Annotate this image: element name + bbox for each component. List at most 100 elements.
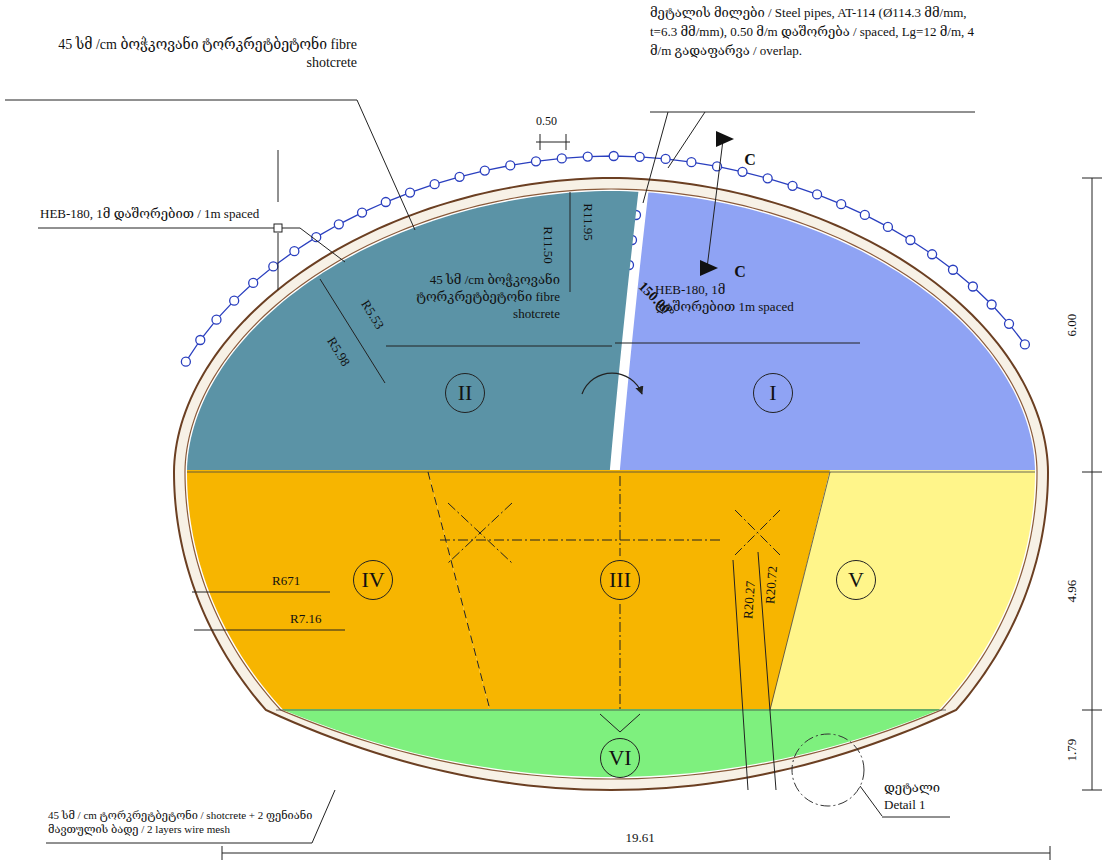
radius-value: R20.27	[740, 580, 759, 619]
stage-fill	[760, 468, 1035, 713]
radius-value: R11.95	[580, 203, 597, 240]
stage-number: III	[600, 560, 640, 600]
detail-reference: დეტალი Detail 1	[884, 780, 956, 814]
steel-pipe	[212, 315, 221, 324]
leader-line	[300, 228, 345, 262]
stage-boundary	[428, 472, 490, 710]
section-mark: C	[744, 150, 756, 171]
steel-pipe	[788, 181, 797, 190]
steel-pipe	[883, 222, 892, 231]
dimension-tick	[1082, 790, 1102, 791]
center-line	[620, 604, 621, 712]
stage-boundary	[187, 472, 1035, 473]
leader-line	[882, 817, 950, 818]
steel-pipe	[381, 198, 390, 207]
stage-number: V	[836, 560, 876, 600]
steel-pipe	[196, 336, 205, 345]
steel-pipe	[813, 190, 822, 199]
leader-line	[643, 112, 668, 203]
steel-pipe	[687, 158, 696, 167]
stage-number: IV	[353, 560, 393, 600]
dimension-line	[1092, 178, 1093, 790]
steel-pipe	[430, 180, 439, 189]
section-arrow	[700, 260, 718, 276]
stage-number: VI	[600, 738, 640, 778]
steel-pipe	[661, 154, 670, 163]
dimension-line	[536, 142, 570, 143]
leader-line	[46, 843, 312, 844]
material-note: 45 სმ / cm ტორკრეტბეტონი / shotcrete + 2…	[48, 808, 313, 837]
steel-pipe	[906, 235, 915, 244]
angle-arc	[582, 373, 642, 394]
steel-pipe	[269, 262, 278, 271]
section-arrow	[716, 131, 734, 147]
radius-value: R20.72	[762, 565, 781, 604]
stage-fill	[187, 191, 650, 475]
center-line	[620, 476, 621, 556]
excavation-stage: I	[608, 170, 1058, 475]
steel-pipe	[1005, 319, 1014, 328]
excavation-line	[174, 178, 1048, 790]
dimension-value: 6.00	[1064, 314, 1081, 337]
dimension-tick	[222, 846, 223, 860]
stage-fill	[420, 468, 835, 713]
crosshair-square	[274, 224, 282, 232]
steel-pipe	[230, 296, 239, 305]
dimension-value: 4.96	[1064, 580, 1081, 603]
steel-pipe	[928, 250, 937, 259]
steel-pipe	[406, 188, 415, 197]
dimension-tick	[1050, 846, 1051, 860]
steel-pipe	[1020, 340, 1029, 349]
steel-pipe	[609, 152, 618, 161]
stage-shape	[608, 170, 1058, 475]
steel-pipe	[583, 152, 592, 161]
dimension-tick	[1082, 710, 1102, 711]
crosshair-line	[278, 150, 279, 202]
stage-number: I	[753, 373, 793, 413]
dimension-value: 19.61	[625, 830, 654, 847]
excavation-stage: V	[760, 468, 1055, 713]
section-mark: C	[734, 262, 746, 283]
detail-circle	[792, 734, 864, 806]
lining-inner-line	[185, 189, 1037, 779]
radius-line	[194, 630, 345, 631]
material-note: მეტალის მილები / Steel pipes, AT-114 (Ø1…	[650, 4, 980, 61]
radius-value: R11.50	[540, 226, 557, 263]
section-line	[707, 140, 723, 268]
leader-line	[5, 100, 357, 101]
material-note: 45 სმ /cm ბოჭკოვანი ტორკრეტბეტონი fibre …	[388, 272, 560, 323]
steel-pipe	[968, 282, 977, 291]
axis-line	[440, 540, 720, 541]
steel-pipe	[455, 172, 464, 181]
dimension-tick	[540, 134, 541, 150]
radius-line	[192, 592, 330, 593]
leader-line	[668, 112, 705, 168]
stage-shape	[760, 468, 1055, 713]
stage-number: II	[445, 373, 485, 413]
leader-line	[357, 100, 415, 230]
dimension-line	[222, 853, 1050, 854]
material-note: HEB-180, 1მ დაშორებით 1m spaced	[655, 282, 805, 316]
stage-fill	[260, 705, 990, 777]
leader-line	[650, 112, 975, 113]
material-note: 45 სმ /cm ბოჭკოვანი ტორკრეტბეტონი fibre …	[45, 36, 357, 72]
radius-line	[570, 192, 571, 292]
steel-pipe	[531, 157, 540, 166]
steel-pipe	[290, 247, 299, 256]
steel-pipe	[763, 174, 772, 183]
steel-pipe	[987, 300, 996, 309]
axis-cross	[448, 503, 512, 563]
leader-line	[615, 343, 860, 344]
radius-value: R7.16	[290, 611, 321, 628]
stage-fill	[187, 468, 495, 713]
dimension-value: 1.79	[1064, 739, 1081, 762]
dimension-tick	[1082, 178, 1102, 179]
axis-cross	[735, 510, 780, 555]
crosshair-line	[278, 233, 279, 290]
leader-line	[386, 346, 612, 347]
axis-cross	[448, 503, 512, 563]
dimension-tick	[1082, 472, 1102, 473]
steel-pipe	[948, 265, 957, 274]
stage-fill	[608, 191, 1035, 475]
